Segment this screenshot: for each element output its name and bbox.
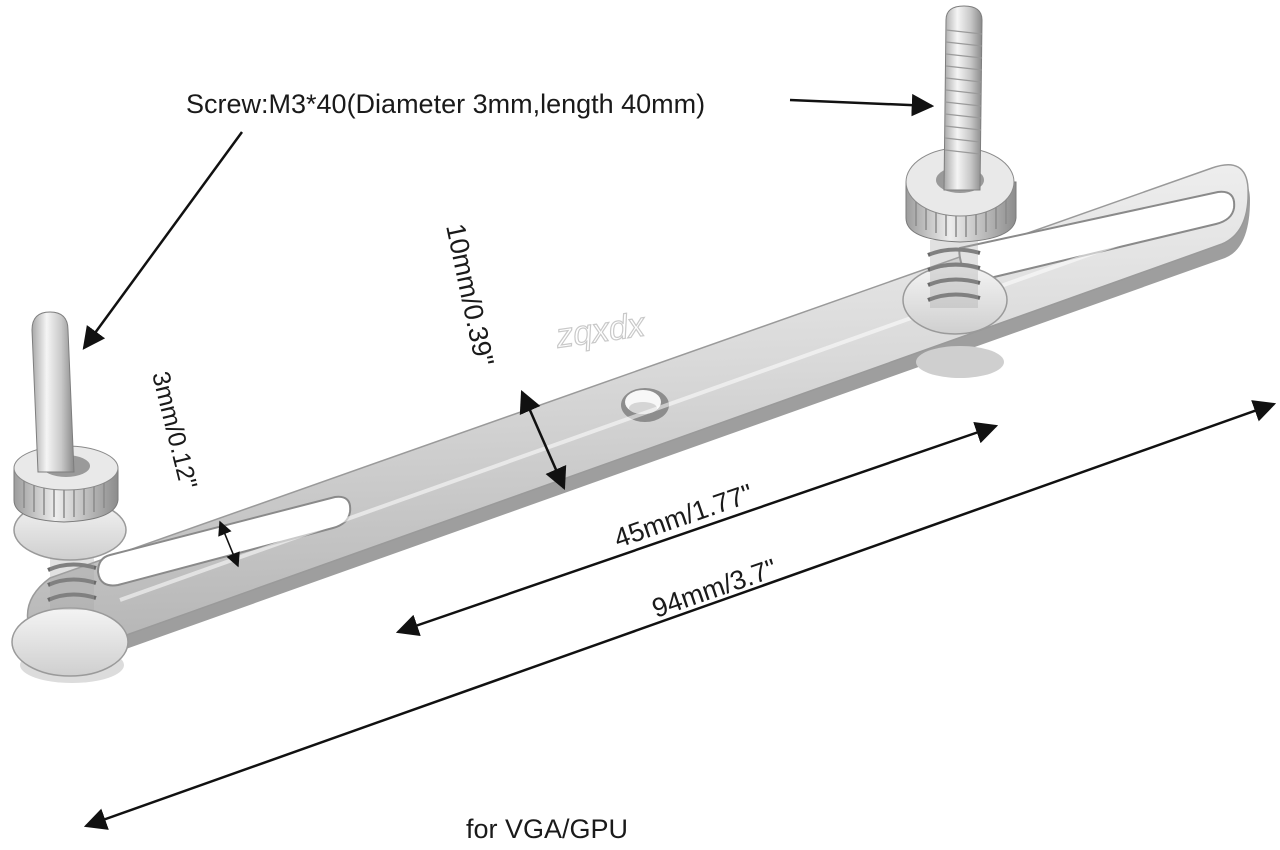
watermark: zqxdx — [553, 305, 648, 355]
left-screw-assembly — [11, 311, 129, 683]
total-length-label: 94mm/3.7" — [648, 553, 780, 624]
bar-width-label: 10mm/0.39" — [440, 221, 499, 369]
slot-width-label: 3mm/0.12" — [146, 369, 202, 492]
screw-callout-right-arrow — [789, 93, 935, 117]
usage-label: for VGA/GPU — [466, 814, 628, 844]
screw-callout-left-arrow — [82, 131, 244, 350]
right-slot — [958, 190, 1236, 280]
screw-spec-label: Screw:M3*40(Diameter 3mm,length 40mm) — [186, 89, 705, 119]
bracket-bar — [26, 164, 1251, 665]
dimension-arrows — [82, 93, 1277, 830]
total-length-arrow — [83, 400, 1277, 830]
right-spring — [927, 247, 981, 302]
right-screw-assembly — [902, 5, 1017, 378]
